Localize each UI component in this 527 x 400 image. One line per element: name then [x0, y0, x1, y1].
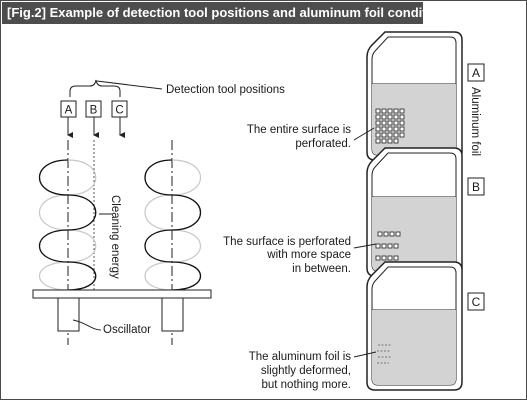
cleaning-energy-label: Cleaning energy — [109, 195, 121, 279]
sample-tag-b: B — [467, 177, 485, 196]
svg-text:B: B — [90, 105, 98, 117]
perforation-pattern-spaced — [375, 231, 401, 261]
energy-coil-right — [144, 159, 201, 291]
sample-c-description-line-1: The aluminum foil is — [249, 351, 352, 363]
deformation-marks — [377, 344, 392, 364]
sample-panel-a — [366, 31, 463, 161]
tool-box-c: C — [111, 100, 128, 118]
sample-a-description-line-1: The entire surface is — [247, 124, 351, 136]
svg-text:C: C — [115, 105, 123, 117]
sample-b-description-line-1: The surface is perforated — [223, 236, 351, 248]
figure-title: [Fig.2] Example of detection tool positi… — [2, 2, 453, 24]
sample-b-description-line-2: with more space — [266, 249, 351, 261]
energy-coil-left — [39, 159, 97, 291]
sample-a-leader-line — [353, 127, 375, 141]
detection-leader-line — [96, 80, 163, 90]
sample-c-description-line-3: but nothing more. — [261, 379, 351, 391]
sample-c-leader-line — [353, 351, 377, 358]
sample-panel-b — [366, 147, 463, 277]
oscillator-left — [57, 297, 80, 332]
sample-b-description-line-3: in between. — [292, 263, 351, 275]
sample-b-leader-line — [353, 243, 377, 249]
svg-text:A: A — [65, 105, 73, 117]
perforation-pattern-full — [375, 108, 405, 144]
base-plate — [32, 289, 212, 299]
detection-tool-positions-label: Detection tool positions — [166, 84, 285, 96]
sample-tag-a: A — [467, 63, 485, 82]
aluminum-foil-label: Aluminum foil — [469, 87, 481, 156]
tool-box-a: A — [60, 100, 77, 118]
svg-text:B: B — [472, 180, 480, 194]
tool-box-b: B — [85, 100, 102, 118]
sample-c-description-line-2: slightly deformed, — [261, 365, 351, 377]
svg-text:C: C — [472, 295, 481, 309]
oscillator-label: Oscillator — [103, 324, 151, 336]
sample-panel-c — [366, 261, 463, 391]
svg-text:A: A — [472, 66, 480, 80]
oscillator-leader-line — [72, 319, 102, 331]
oscillator-right — [161, 297, 184, 332]
sample-a-description-line-2: perforated. — [295, 138, 351, 150]
sample-tag-c: C — [467, 292, 485, 311]
energy-coil-ghost-left — [39, 159, 97, 291]
tools-bracket — [69, 79, 121, 97]
energy-coil-ghost-right — [144, 159, 201, 291]
